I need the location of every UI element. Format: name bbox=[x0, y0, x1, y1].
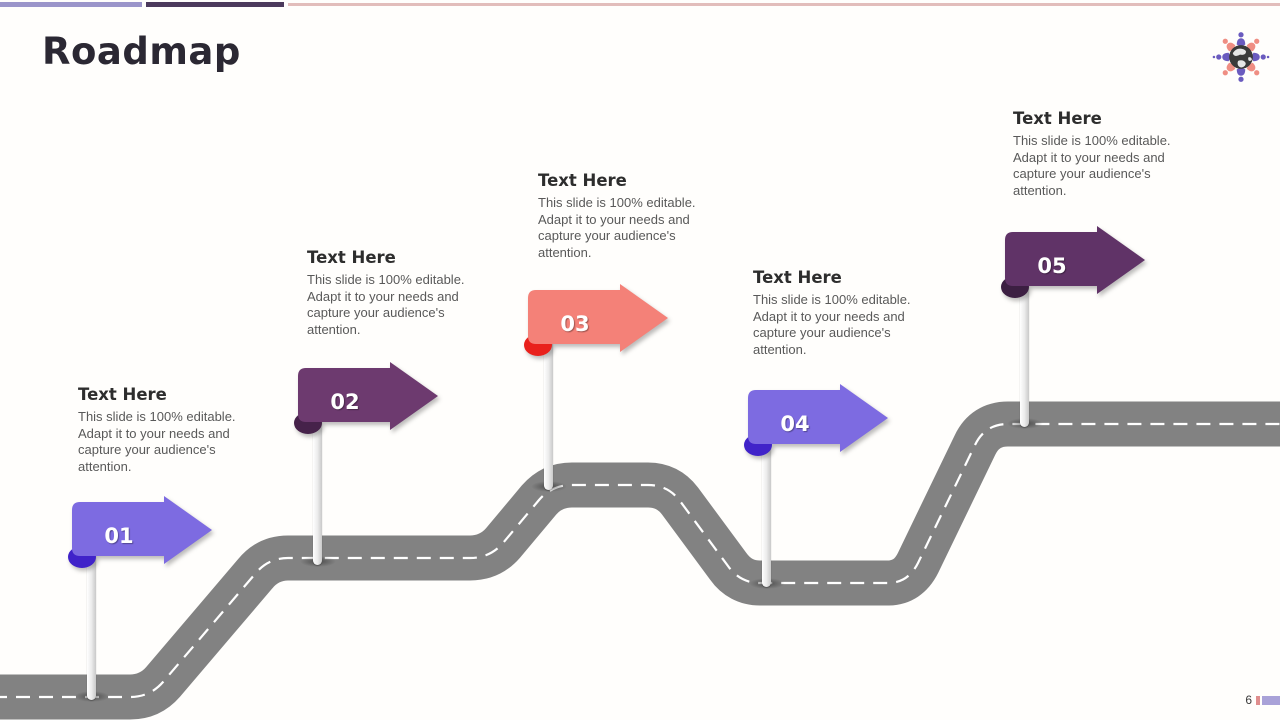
arrow-shape bbox=[528, 284, 668, 352]
milestone-heading: Text Here bbox=[1013, 109, 1102, 128]
top-accent-bars bbox=[0, 2, 1280, 7]
milestone-text-01: Text Here This slide is 100% editable. A… bbox=[78, 385, 242, 475]
milestone-number: 04 bbox=[780, 412, 809, 436]
milestone-number: 05 bbox=[1037, 254, 1066, 278]
milestone-arrow-01: 01 bbox=[68, 496, 212, 568]
page-number: 6 bbox=[1245, 693, 1252, 707]
logo-globe bbox=[1229, 45, 1253, 69]
milestone-text-03: Text Here This slide is 100% editable. A… bbox=[538, 171, 702, 261]
milestone-heading: Text Here bbox=[78, 385, 167, 404]
logo-people-ring bbox=[1212, 32, 1270, 82]
milestone-heading: Text Here bbox=[538, 171, 627, 190]
milestone-text-02: Text Here This slide is 100% editable. A… bbox=[307, 248, 471, 338]
footer-accent-marks bbox=[1256, 696, 1280, 705]
milestone-text-05: Text Here This slide is 100% editable. A… bbox=[1013, 109, 1177, 199]
milestone-arrow-02: 02 bbox=[294, 362, 438, 434]
globe-people-logo-icon bbox=[1212, 32, 1270, 82]
milestone-arrow-05: 05 bbox=[1001, 226, 1145, 298]
signpost-pole bbox=[1020, 270, 1029, 427]
milestone-text-04: Text Here This slide is 100% editable. A… bbox=[753, 268, 917, 358]
milestone-description: This slide is 100% editable. Adapt it to… bbox=[753, 292, 911, 357]
arrow-shape bbox=[298, 362, 438, 430]
milestone-number: 03 bbox=[560, 312, 589, 336]
top-bar-right bbox=[288, 3, 1280, 6]
milestone-arrow-04: 04 bbox=[744, 384, 888, 456]
page-title: Roadmap bbox=[42, 30, 241, 73]
footer-tick-lavender bbox=[1262, 696, 1280, 705]
milestone-description: This slide is 100% editable. Adapt it to… bbox=[538, 195, 696, 260]
milestone-number: 01 bbox=[104, 524, 133, 548]
footer-tick-pink bbox=[1256, 696, 1260, 705]
milestone-description: This slide is 100% editable. Adapt it to… bbox=[307, 272, 465, 337]
arrow-shape bbox=[72, 496, 212, 564]
top-bar-mid bbox=[146, 2, 284, 7]
arrow-shape bbox=[1005, 226, 1145, 294]
milestone-description: This slide is 100% editable. Adapt it to… bbox=[78, 409, 236, 474]
milestone-number: 02 bbox=[330, 390, 359, 414]
arrow-shape bbox=[748, 384, 888, 452]
top-bar-left bbox=[0, 2, 142, 7]
milestone-heading: Text Here bbox=[753, 268, 842, 287]
milestone-arrow-03: 03 bbox=[524, 284, 668, 356]
milestone-description: This slide is 100% editable. Adapt it to… bbox=[1013, 133, 1171, 198]
milestone-heading: Text Here bbox=[307, 248, 396, 267]
